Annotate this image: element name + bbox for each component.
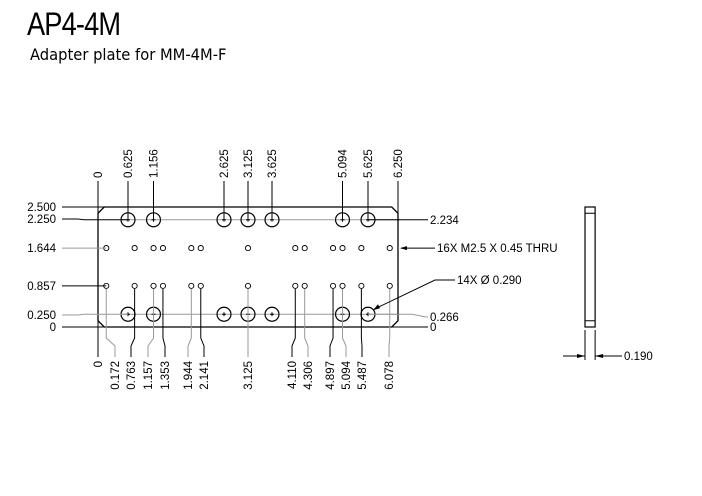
clearance-hole-note: 14X Ø 0.290 <box>457 275 522 287</box>
tapped-hole <box>159 282 166 289</box>
right-dimension-label: 0 <box>430 322 436 334</box>
left-dimension-label: 1.644 <box>27 243 56 255</box>
tapped-hole <box>131 282 138 289</box>
left-extension-line <box>62 313 128 316</box>
bottom-dimension-label: 4.306 <box>303 361 315 390</box>
tapped-hole <box>339 282 346 289</box>
bottom-extension-line <box>291 288 296 357</box>
bottom-dimension-label: 1.353 <box>160 361 172 390</box>
top-dimension-label: 2.625 <box>219 149 231 178</box>
tapped-hole <box>159 245 166 252</box>
arrow-head-icon <box>400 246 407 251</box>
tapped-hole <box>131 245 138 252</box>
bottom-dimension-label: 5.094 <box>341 360 353 389</box>
tapped-hole-note: 16X M2.5 X 0.45 THRU <box>437 243 558 255</box>
clearance-hole <box>264 306 280 322</box>
tapped-hole <box>150 245 157 252</box>
bottom-extension-line <box>130 288 136 357</box>
bottom-dimension-label: 2.141 <box>199 361 211 390</box>
bottom-dimension-label: 1.944 <box>183 360 195 389</box>
tapped-hole <box>358 245 365 252</box>
arrow-head-icon <box>577 354 585 358</box>
tapped-hole <box>197 282 204 289</box>
bottom-extension-line <box>388 288 391 357</box>
bottom-dimension-label: 5.487 <box>357 361 369 390</box>
bottom-extension-line <box>162 288 166 357</box>
left-dimension-label: 0.250 <box>27 310 56 322</box>
tapped-hole <box>188 245 195 252</box>
top-dimension-label: 3.625 <box>267 149 279 178</box>
bottom-dimension-label: 4.897 <box>325 361 337 390</box>
tapped-hole <box>301 282 308 289</box>
tapped-hole <box>330 282 337 289</box>
arrow-head-icon <box>595 354 604 358</box>
note-leader <box>373 279 455 310</box>
bottom-dimension-label: 0.172 <box>110 361 122 390</box>
bottom-extension-line <box>187 288 192 357</box>
left-dimension-label: 2.250 <box>27 214 56 226</box>
top-dimension-label: 5.094 <box>338 149 350 178</box>
bottom-extension-line <box>200 288 205 357</box>
left-dimension-label: 0 <box>50 322 56 334</box>
bottom-extension-line <box>329 288 334 357</box>
tapped-hole <box>358 282 365 289</box>
tapped-hole <box>339 245 346 252</box>
bottom-extension-line <box>105 288 116 357</box>
left-dimension-label: 0.857 <box>27 281 56 293</box>
right-dimension-label: 2.234 <box>430 215 459 227</box>
left-extension-line <box>62 218 128 221</box>
bottom-extension-line <box>147 288 155 357</box>
bottom-dimension-label: 0.763 <box>126 361 138 390</box>
bottom-dimension-label: 0 <box>93 361 105 367</box>
arrow-head-icon <box>373 304 380 311</box>
left-dimension-label: 2.500 <box>27 202 56 214</box>
tapped-hole <box>292 282 299 289</box>
bottom-dimension-label: 6.078 <box>384 361 396 390</box>
right-extension-line <box>368 313 428 318</box>
bottom-dimension-label: 1.157 <box>143 361 155 390</box>
top-dimension-label: 1.156 <box>148 149 160 178</box>
clearance-hole <box>216 306 232 322</box>
drawing-subtitle: Adapter plate for MM-4M-F <box>30 45 227 64</box>
bottom-extension-line <box>342 288 347 357</box>
top-dimension-label: 0.625 <box>123 149 135 178</box>
tapped-hole <box>244 245 252 252</box>
tapped-hole <box>386 282 393 289</box>
tapped-hole <box>150 282 157 289</box>
thickness-dimension-label: 0.190 <box>624 351 653 363</box>
side-view-outline <box>584 206 596 328</box>
top-dimension-label: 6.250 <box>393 149 405 178</box>
bottom-dimension-label: 3.125 <box>243 361 255 390</box>
tapped-hole <box>330 245 337 252</box>
tapped-hole <box>386 245 393 252</box>
top-dimension-label: 0 <box>93 172 105 178</box>
tapped-hole <box>301 245 308 252</box>
bottom-extension-line <box>360 288 363 357</box>
bottom-dimension-label: 4.110 <box>287 361 299 389</box>
tapped-hole <box>292 245 299 252</box>
tapped-hole <box>197 245 204 252</box>
right-dimension-label: 0.266 <box>430 312 459 324</box>
bottom-extension-line <box>304 288 309 357</box>
top-dimension-label: 3.125 <box>243 149 255 178</box>
tapped-hole <box>244 282 252 289</box>
drawing-title: AP4-4M <box>27 6 121 42</box>
tapped-hole <box>188 282 195 289</box>
top-dimension-label: 5.625 <box>363 149 375 178</box>
